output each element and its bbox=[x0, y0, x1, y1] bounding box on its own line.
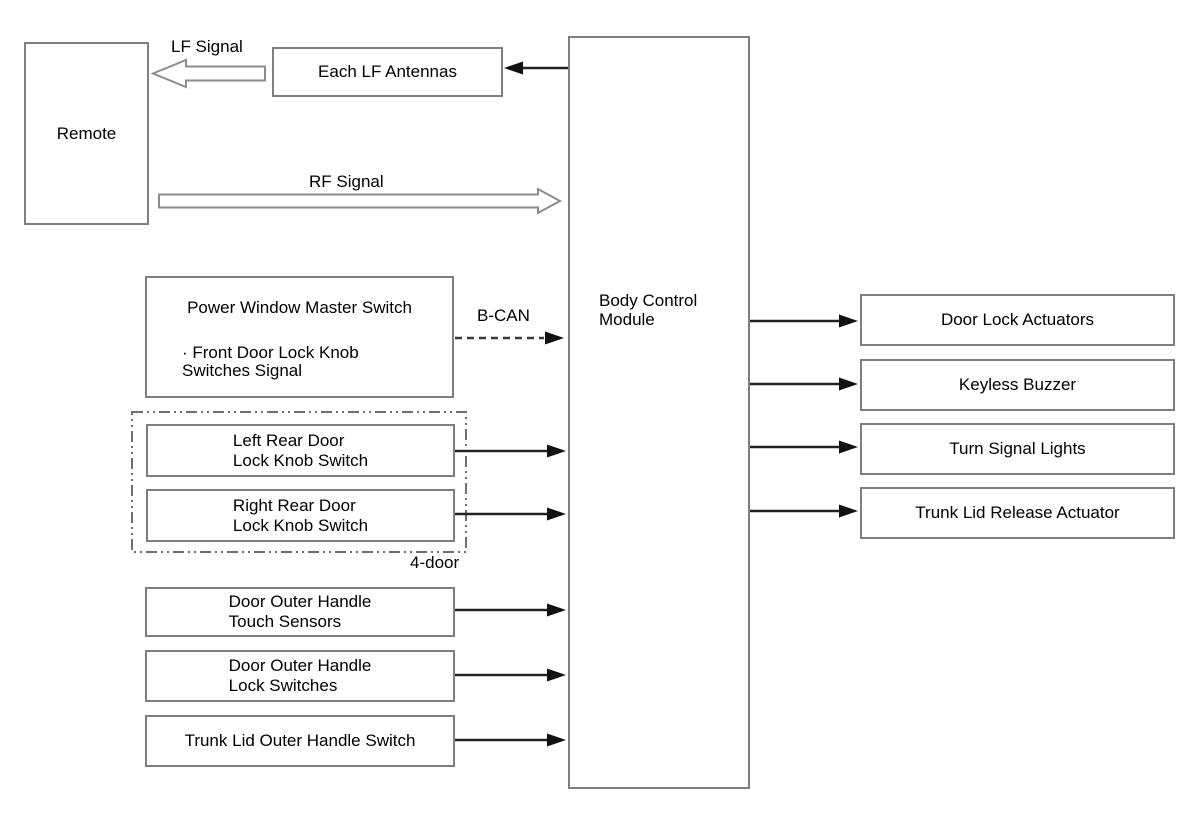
rf-signal-label: RF Signal bbox=[309, 172, 384, 191]
node-door-outer-handle-lock-switches-label: Door Outer Handle Lock Switches bbox=[228, 656, 372, 695]
node-door-outer-handle-touch-sensors: Door Outer Handle Touch Sensors bbox=[145, 587, 455, 637]
b-can-label: B-CAN bbox=[477, 306, 530, 325]
node-turn-signal-lights-label: Turn Signal Lights bbox=[949, 439, 1086, 458]
node-door-outer-handle-lock-switches: Door Outer Handle Lock Switches bbox=[145, 650, 455, 702]
node-trunk-lid-outer-handle-switch: Trunk Lid Outer Handle Switch bbox=[145, 715, 455, 767]
node-remote: Remote bbox=[24, 42, 149, 225]
arrow-trunkswitch-to-bcm bbox=[455, 733, 566, 747]
node-keyless-buzzer-label: Keyless Buzzer bbox=[958, 375, 1077, 394]
arrow-bcm-to-buzzer bbox=[750, 377, 858, 391]
node-door-lock-actuators: Door Lock Actuators bbox=[860, 294, 1175, 346]
arrow-bcm-to-trunkrelease bbox=[750, 504, 858, 518]
arrow-leftrear-to-bcm bbox=[455, 444, 566, 458]
node-each-lf-antennas-label: Each LF Antennas bbox=[318, 62, 457, 81]
arrow-bcm-to-turnsignal bbox=[750, 440, 858, 454]
node-each-lf-antennas: Each LF Antennas bbox=[272, 47, 503, 97]
rf-signal-hollow-arrow bbox=[158, 187, 563, 215]
node-trunk-lid-release-actuator: Trunk Lid Release Actuator bbox=[860, 487, 1175, 539]
node-power-window-master-switch: Power Window Master Switch · Front Door … bbox=[145, 276, 454, 398]
node-right-rear-door-lock-knob-switch-label: Right Rear Door Lock Knob Switch bbox=[232, 495, 369, 535]
node-left-rear-door-lock-knob-switch-label: Left Rear Door Lock Knob Switch bbox=[232, 430, 369, 470]
node-power-window-master-switch-sub: · Front Door Lock Knob Switches Signal bbox=[182, 343, 359, 380]
arrow-bcm-to-doorlock bbox=[750, 314, 858, 328]
lf-signal-hollow-arrow bbox=[150, 58, 266, 89]
arrow-lockswitches-to-bcm bbox=[455, 668, 566, 682]
four-door-label: 4-door bbox=[410, 553, 460, 572]
node-door-outer-handle-touch-sensors-label: Door Outer Handle Touch Sensors bbox=[228, 592, 372, 631]
node-keyless-buzzer: Keyless Buzzer bbox=[860, 359, 1175, 411]
arrow-bcan-pwms-to-bcm bbox=[455, 331, 564, 345]
node-left-rear-door-lock-knob-switch: Left Rear Door Lock Knob Switch bbox=[146, 424, 455, 477]
node-turn-signal-lights: Turn Signal Lights bbox=[860, 423, 1175, 475]
node-remote-label: Remote bbox=[56, 123, 117, 143]
node-body-control-module-label: Body Control Module bbox=[599, 291, 698, 329]
node-door-lock-actuators-label: Door Lock Actuators bbox=[940, 310, 1095, 329]
arrow-bcm-to-antennas bbox=[504, 61, 568, 75]
node-trunk-lid-release-actuator-label: Trunk Lid Release Actuator bbox=[915, 503, 1120, 522]
node-power-window-master-switch-title: Power Window Master Switch bbox=[187, 298, 412, 317]
arrow-touchsensors-to-bcm bbox=[455, 603, 566, 617]
four-door-group-border bbox=[131, 411, 467, 553]
node-trunk-lid-outer-handle-switch-label: Trunk Lid Outer Handle Switch bbox=[184, 731, 416, 750]
lf-signal-label: LF Signal bbox=[171, 37, 243, 56]
node-right-rear-door-lock-knob-switch: Right Rear Door Lock Knob Switch bbox=[146, 489, 455, 542]
arrow-rightrear-to-bcm bbox=[455, 507, 566, 521]
node-body-control-module: Body Control Module bbox=[568, 36, 750, 789]
